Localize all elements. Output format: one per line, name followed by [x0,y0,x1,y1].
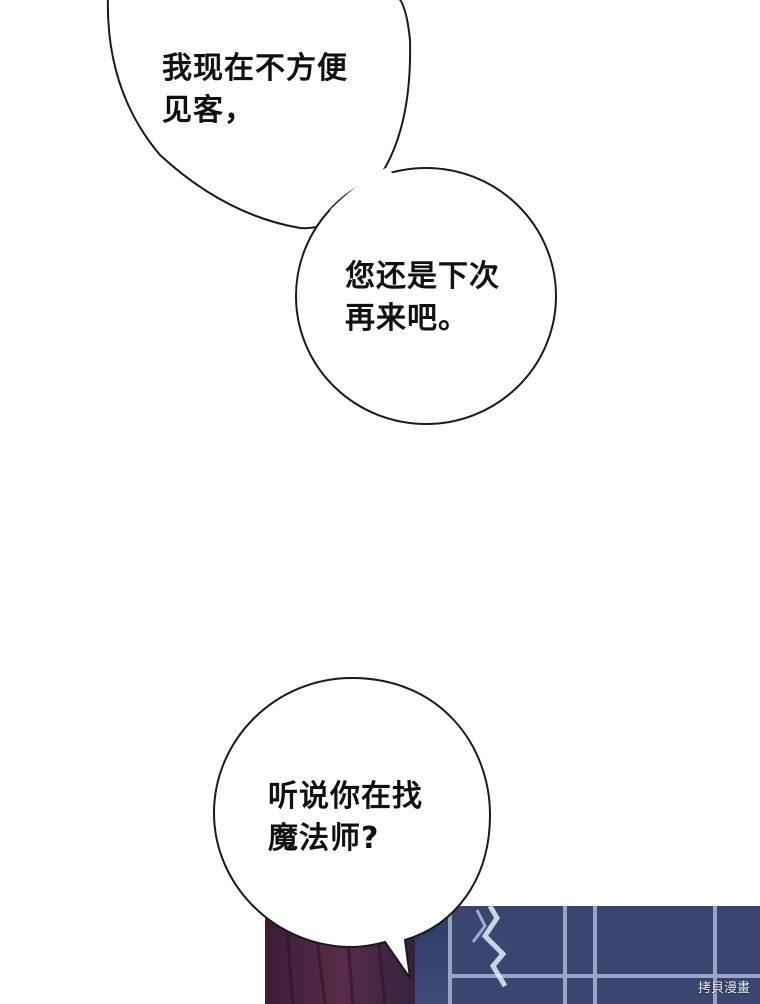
curtain-folds [283,906,387,1004]
frost-pattern [481,906,508,988]
watermark-logo: 拷貝漫畫 [697,981,750,996]
speech-bubble-3 [212,676,492,979]
bubble-2-text: 您还是下次 再来吧。 [345,259,500,336]
speech-bubble-2 [295,167,557,425]
bubble-2-cover [330,168,395,216]
bubble-3-text: 听说你在找 魔法师? [268,779,423,856]
bubble-1-text: 我现在不方便 见客， [162,51,348,128]
